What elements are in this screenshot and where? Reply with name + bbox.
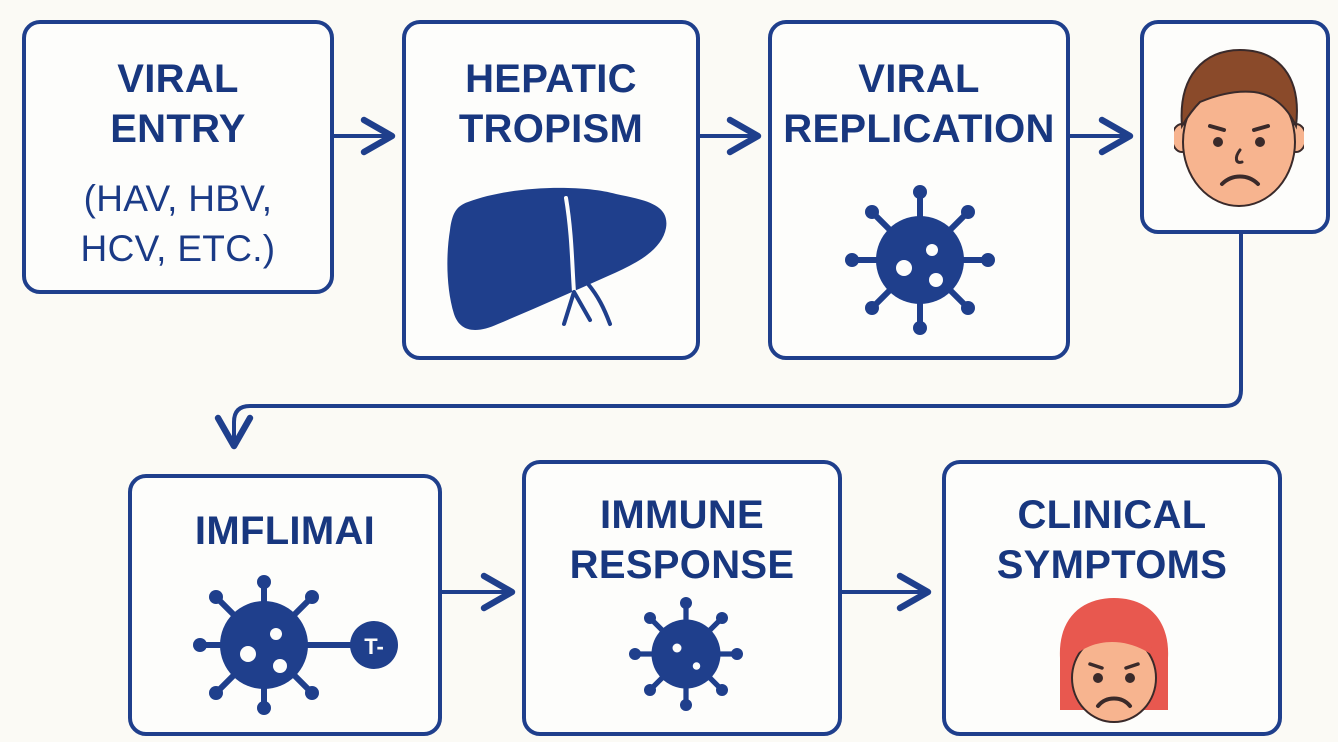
imflimai-title: IMFLIMAI: [132, 506, 438, 556]
node-viral-entry: VIRAL ENTRY (HAV, HBV, HCV, ETC.): [22, 20, 334, 294]
liver-icon: [447, 187, 667, 330]
node-patient-face: [1140, 20, 1330, 234]
viral-entry-title: VIRAL ENTRY: [26, 54, 330, 154]
title-line: VIRAL: [117, 57, 239, 101]
hepatic-tropism-title: HEPATIC TROPISM: [406, 54, 696, 154]
node-viral-replication: VIRAL REPLICATION: [768, 20, 1070, 360]
t-cell-label: T-: [364, 634, 384, 659]
virus-t-cell-icon: T-: [193, 575, 398, 715]
virus-icon: [845, 185, 995, 335]
title-line: ENTRY: [110, 107, 246, 151]
arrow-face-to-imflimai: [214, 234, 1243, 450]
node-hepatic-tropism: HEPATIC TROPISM: [402, 20, 700, 360]
node-imflimai: IMFLIMAI T-: [128, 474, 442, 736]
title-line: TROPISM: [458, 107, 644, 151]
virus-icon: [629, 597, 743, 711]
title-line: VIRAL: [858, 57, 980, 101]
immune-response-title: IMMUNE RESPONSE: [526, 490, 838, 590]
title-line: SYMPTOMS: [996, 543, 1228, 587]
title-line: REPLICATION: [783, 107, 1055, 151]
title-line: IMMUNE: [599, 493, 764, 537]
node-immune-response: IMMUNE RESPONSE: [522, 460, 842, 736]
viral-entry-subtitle: (HAV, HBV, HCV, ETC.): [26, 174, 330, 274]
subtitle-line: HCV, ETC.): [80, 228, 276, 269]
sad-face-red-hair-icon: [1059, 598, 1169, 723]
title-line: CLINICAL: [1017, 493, 1207, 537]
sad-face-icon: [1174, 48, 1304, 207]
subtitle-line: (HAV, HBV,: [83, 178, 273, 219]
title-line: RESPONSE: [569, 543, 795, 587]
title-line: IMFLIMAI: [194, 509, 376, 553]
viral-replication-title: VIRAL REPLICATION: [772, 54, 1066, 154]
node-clinical-symptoms: CLINICAL SYMPTOMS: [942, 460, 1282, 736]
title-line: HEPATIC: [465, 57, 637, 101]
clinical-symptoms-title: CLINICAL SYMPTOMS: [946, 490, 1278, 590]
